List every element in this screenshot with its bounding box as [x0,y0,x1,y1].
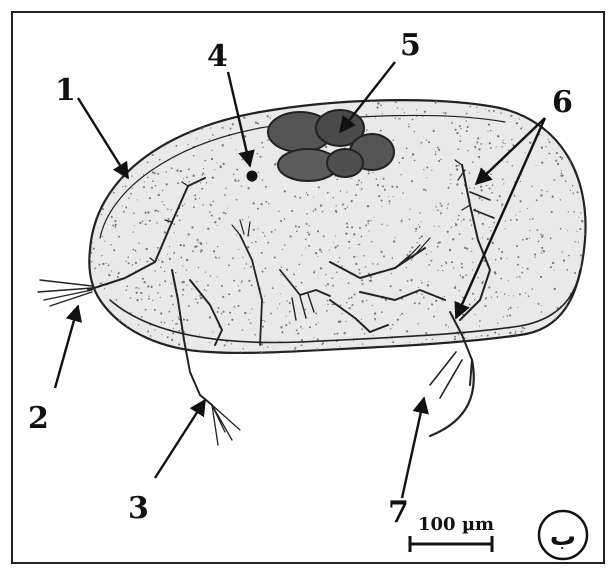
label-2: 2 [28,401,49,436]
label-3: 3 [128,491,149,526]
label-5: 5 [400,28,421,63]
label-4: 4 [207,39,228,74]
label-1: 1 [55,73,76,108]
eye-dot [247,171,258,182]
label-6: 6 [552,85,573,120]
panel-label: ب [539,511,587,559]
scale-bar-label: 100 µm [418,514,494,535]
panel-label-text: ب [550,522,576,552]
label-7: 7 [388,495,409,530]
